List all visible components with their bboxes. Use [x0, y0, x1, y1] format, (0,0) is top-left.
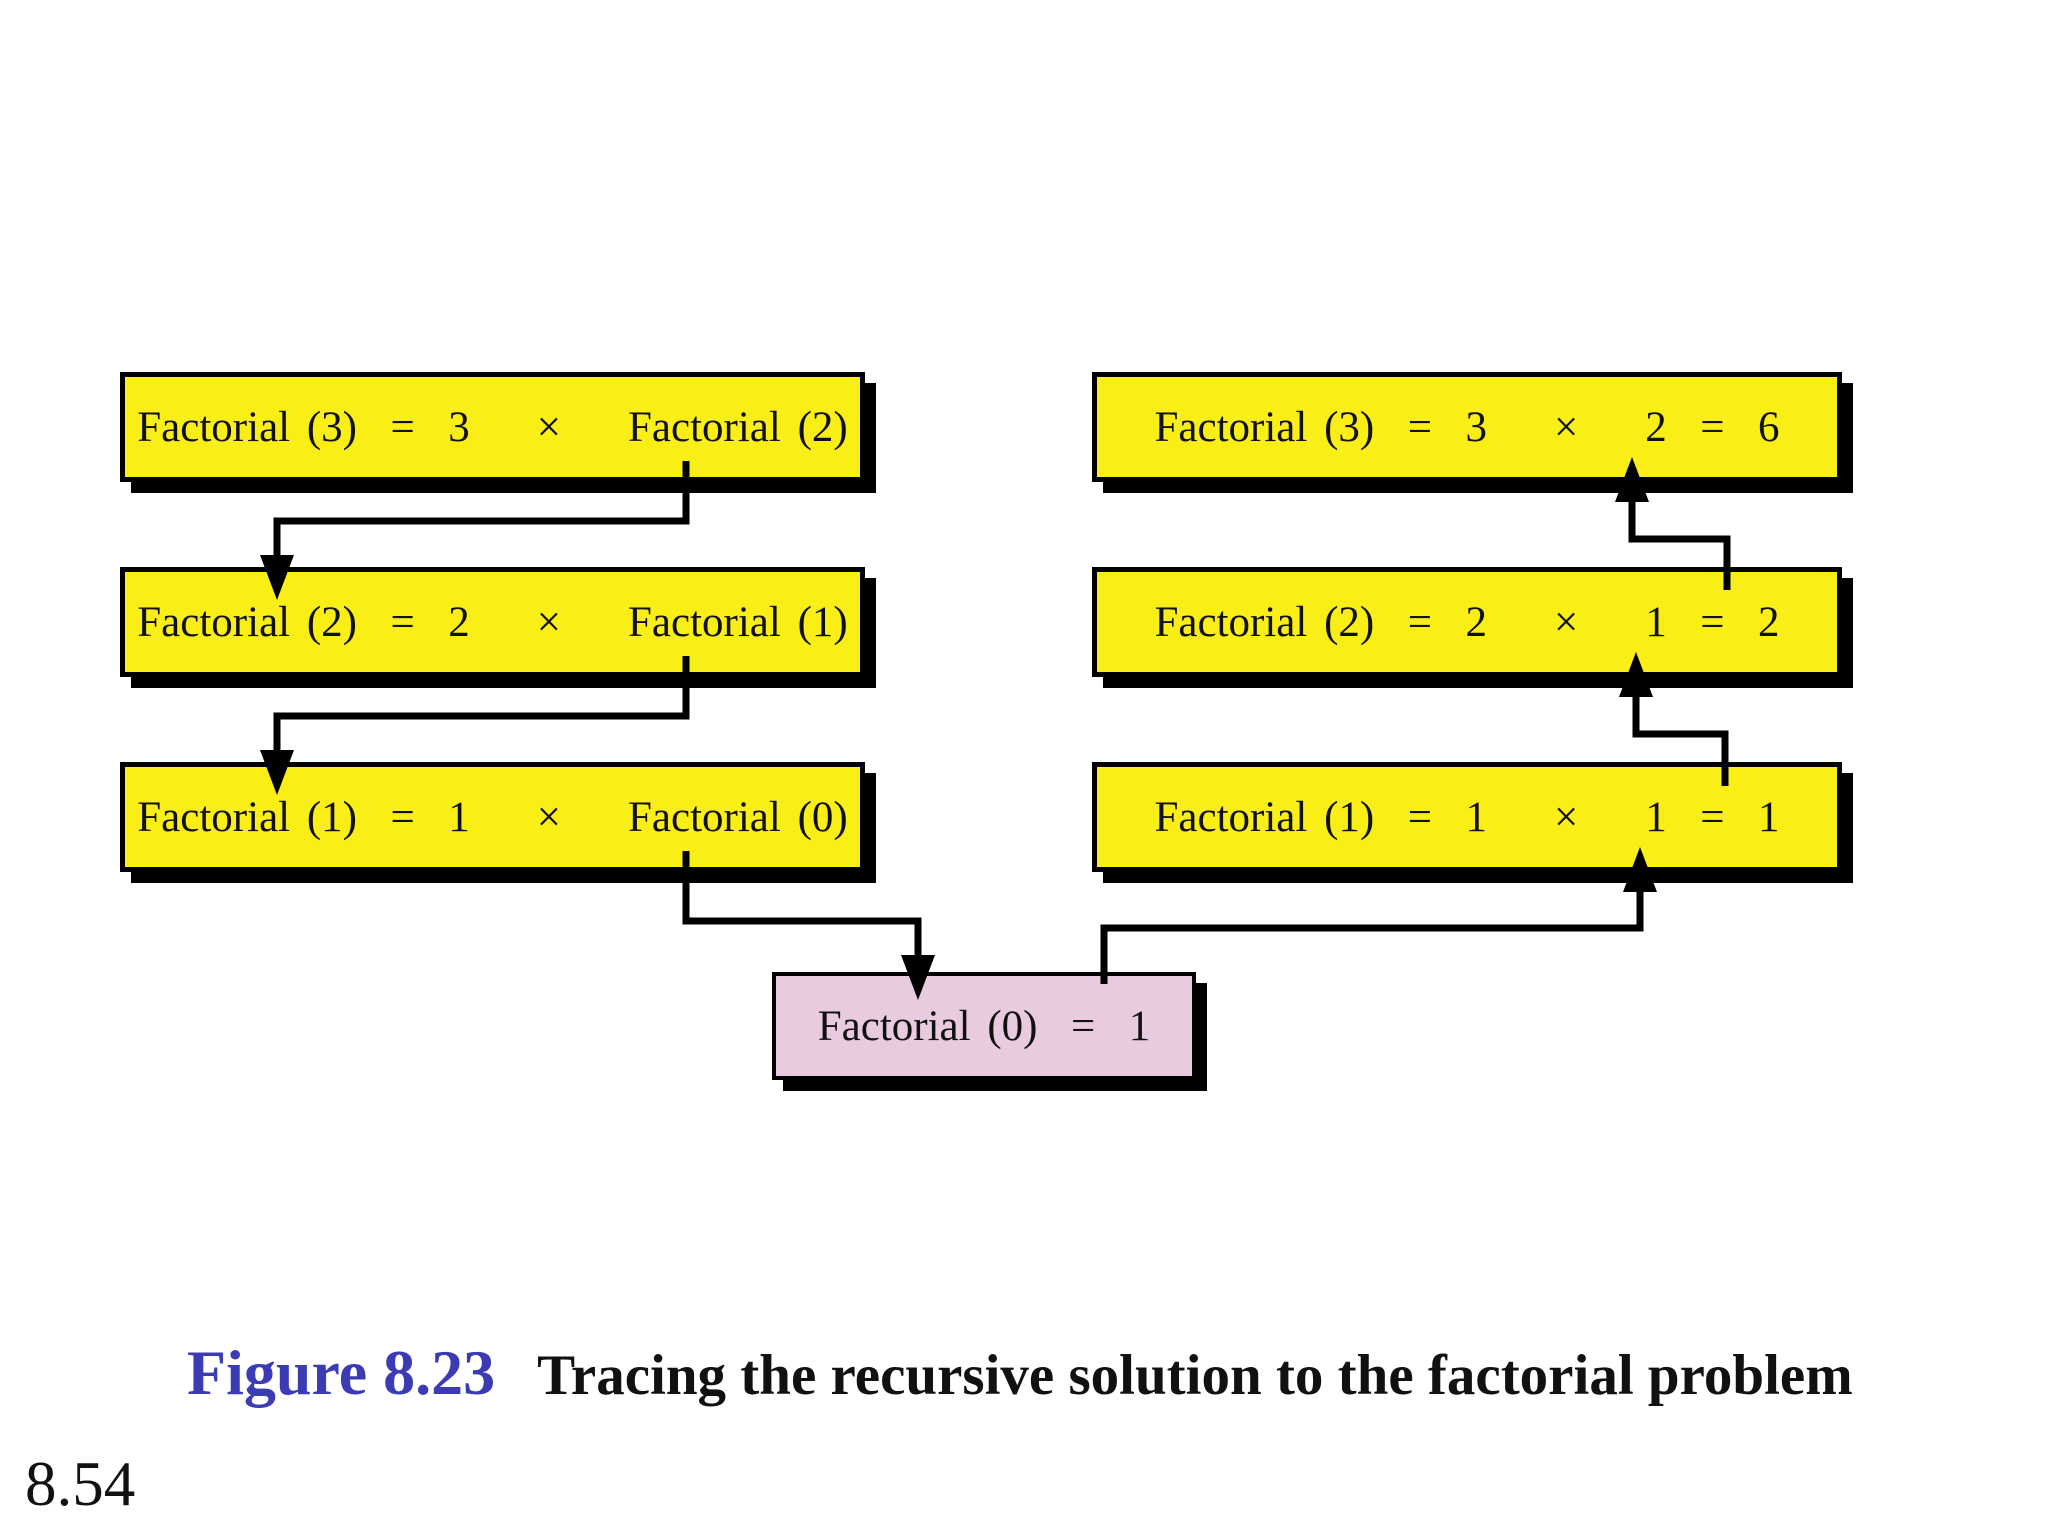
call-box-factorial-1: Factorial (1) = 1 × Factorial (0) — [120, 762, 865, 872]
base-case-box-label: Factorial (0) = 1 — [817, 1002, 1151, 1050]
call-box-factorial-2-label: Factorial (2) = 2 × Factorial (1) — [137, 598, 848, 646]
return-box-factorial-3: Factorial (3) = 3 × 2 = 6 — [1092, 372, 1842, 482]
figure-label: Figure 8.23 — [187, 1337, 496, 1408]
call-box-factorial-1-label: Factorial (1) = 1 × Factorial (0) — [137, 793, 848, 841]
figure-caption: Figure 8.23 Tracing the recursive soluti… — [187, 1336, 1853, 1410]
return-box-factorial-1: Factorial (1) = 1 × 1 = 1 — [1092, 762, 1842, 872]
return-box-factorial-2: Factorial (2) = 2 × 1 = 2 — [1092, 567, 1842, 677]
call-box-factorial-2: Factorial (2) = 2 × Factorial (1) — [120, 567, 865, 677]
return-box-factorial-3-label: Factorial (3) = 3 × 2 = 6 — [1154, 403, 1780, 451]
call-box-factorial-3: Factorial (3) = 3 × Factorial (2) — [120, 372, 865, 482]
return-box-factorial-2-label: Factorial (2) = 2 × 1 = 2 — [1154, 598, 1780, 646]
figure-caption-text: Tracing the recursive solution to the fa… — [537, 1344, 1853, 1407]
page-number: 8.54 — [25, 1449, 136, 1519]
call-box-factorial-3-label: Factorial (3) = 3 × Factorial (2) — [137, 403, 848, 451]
base-case-box: Factorial (0) = 1 — [772, 972, 1196, 1080]
return-box-factorial-1-label: Factorial (1) = 1 × 1 = 1 — [1154, 793, 1780, 841]
